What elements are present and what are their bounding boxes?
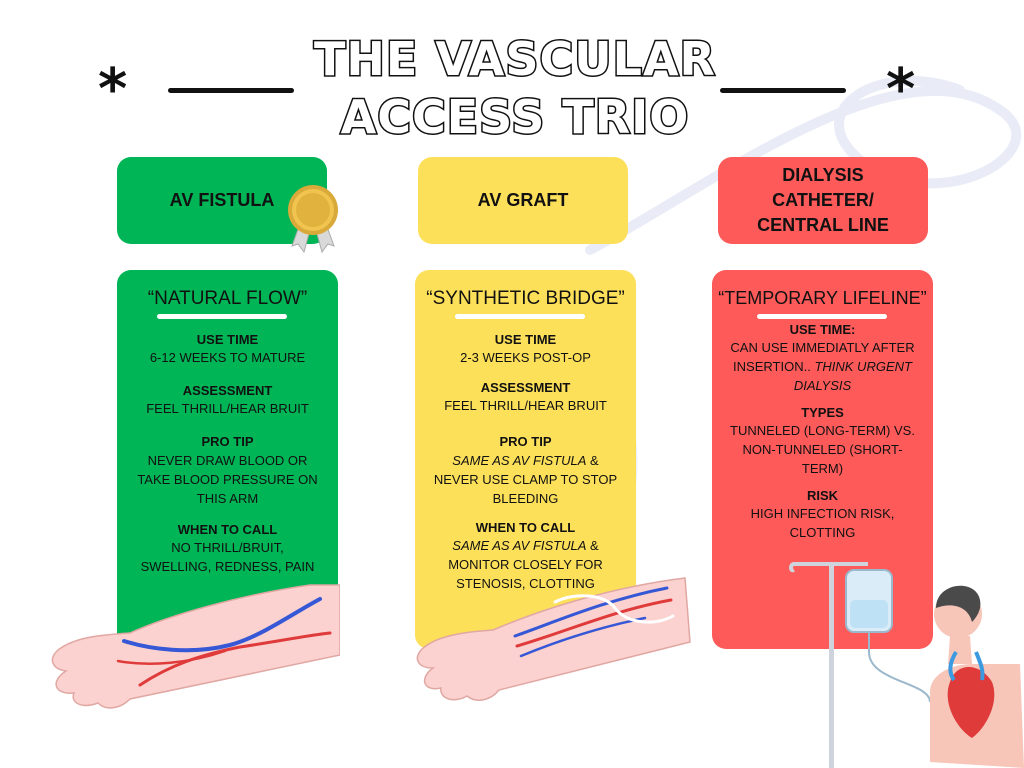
title-line-2: ACCESS TRIO <box>339 89 690 146</box>
graft-use-time-heading: USE TIME <box>494 332 557 347</box>
fistula-pro-tip-heading: PRO TIP <box>201 434 254 449</box>
graft-pro-tip-line-1: SAME AS AV FISTULA & <box>415 451 636 470</box>
graft-use-time-text: 2-3 WEEKS POST-OP <box>460 350 591 365</box>
title-line-1: THE VASCULAR <box>313 31 717 88</box>
catheter-types-heading: TYPES <box>801 405 844 420</box>
graft-when-to-call-line-1: SAME AS AV FISTULA & <box>415 536 636 555</box>
header-catheter-line-1: DIALYSIS <box>782 165 864 185</box>
fistula-underline <box>157 314 287 319</box>
catheter-use-time-line-2: INSERTION.. THINK URGENT <box>712 357 933 376</box>
header-dialysis-catheter: DIALYSIS CATHETER/ CENTRAL LINE <box>718 157 928 244</box>
header-av-graft-label: AV GRAFT <box>477 190 569 210</box>
fistula-assessment-text: FEEL THRILL/HEAR BRUIT <box>146 401 309 416</box>
fistula-assessment-heading: ASSESSMENT <box>182 383 273 398</box>
title-rule-right <box>720 88 846 93</box>
star-left-icon: * <box>98 57 128 122</box>
star-right-icon: * <box>886 57 916 122</box>
catheter-use-time-line-3: DIALYSIS <box>712 376 933 395</box>
fistula-when-to-call-line-1: NO THRILL/BRUIT, <box>171 540 284 555</box>
header-av-fistula-label: AV FISTULA <box>169 190 275 210</box>
page-title: THE VASCULAR ACCESS TRIO <box>300 30 730 146</box>
graft-pro-tip-heading: PRO TIP <box>499 434 552 449</box>
fistula-pro-tip-line-1: NEVER DRAW BLOOD OR <box>147 453 308 468</box>
catheter-risk-heading: RISK <box>806 488 839 503</box>
fistula-pro-tip-line-2: TAKE BLOOD PRESSURE ON <box>137 472 318 487</box>
catheter-tagline: “TEMPORARY LIFELINE” <box>718 288 927 308</box>
catheter-risk-line-1: HIGH INFECTION RISK, <box>750 506 895 521</box>
header-av-graft: AV GRAFT <box>418 157 628 244</box>
catheter-use-time-heading: USE TIME: <box>789 322 856 337</box>
catheter-underline <box>757 314 887 319</box>
graft-when-to-call-line-3: STENOSIS, CLOTTING <box>456 576 595 591</box>
fistula-tagline: “NATURAL FLOW” <box>147 288 308 309</box>
title-rule-left <box>168 88 294 93</box>
catheter-use-time-italic: THINK URGENT <box>814 359 912 374</box>
card-dialysis-catheter: “TEMPORARY LIFELINE” USE TIME: CAN USE I… <box>712 270 933 649</box>
graft-when-to-call-heading: WHEN TO CALL <box>475 520 576 535</box>
fistula-when-to-call-heading: WHEN TO CALL <box>177 522 278 537</box>
graft-pro-tip-line-3: BLEEDING <box>492 491 559 506</box>
catheter-types-line-2: NON-TUNNELED (SHORT- <box>742 442 903 457</box>
card-av-fistula: “NATURAL FLOW” USE TIME 6-12 WEEKS TO MA… <box>117 270 338 649</box>
forearm-fistula-illustration <box>51 584 340 709</box>
graft-assessment-text: FEEL THRILL/HEAR BRUIT <box>444 398 607 413</box>
header-catheter-line-3: CENTRAL LINE <box>757 215 889 235</box>
fistula-when-to-call-line-2: SWELLING, REDNESS, PAIN <box>140 559 315 574</box>
graft-when-to-call-italic: SAME AS AV FISTULA <box>452 538 587 553</box>
medal-icon <box>288 185 338 254</box>
graft-when-to-call-line-2: MONITOR CLOSELY FOR <box>448 557 603 572</box>
catheter-use-time-line-1: CAN USE IMMEDIATLY AFTER <box>730 340 915 355</box>
forearm-graft-illustration <box>416 577 691 702</box>
graft-tagline: “SYNTHETIC BRIDGE” <box>426 288 625 309</box>
graft-pro-tip-italic: SAME AS AV FISTULA <box>452 453 587 468</box>
fistula-use-time-text: 6-12 WEEKS TO MATURE <box>149 350 306 365</box>
catheter-risk-line-2: CLOTTING <box>789 525 856 540</box>
card-av-graft: “SYNTHETIC BRIDGE” USE TIME 2-3 WEEKS PO… <box>415 270 636 649</box>
graft-underline <box>455 314 585 319</box>
graft-pro-tip-amp: & <box>586 453 599 468</box>
iv-pole-patient-illustration <box>789 562 1024 768</box>
catheter-types-line-3: TERM) <box>801 461 844 476</box>
fistula-pro-tip-line-3: THIS ARM <box>196 491 259 506</box>
catheter-use-time-italic-2: DIALYSIS <box>793 378 852 393</box>
header-catheter-line-2: CATHETER/ <box>772 190 874 210</box>
graft-when-to-call-amp: & <box>586 538 599 553</box>
catheter-types-line-1: TUNNELED (LONG-TERM) VS. <box>730 423 915 438</box>
catheter-use-time-text: INSERTION.. <box>733 359 815 374</box>
graft-pro-tip-line-2: NEVER USE CLAMP TO STOP <box>433 472 618 487</box>
graft-assessment-heading: ASSESSMENT <box>480 380 571 395</box>
fistula-use-time-heading: USE TIME <box>196 332 259 347</box>
